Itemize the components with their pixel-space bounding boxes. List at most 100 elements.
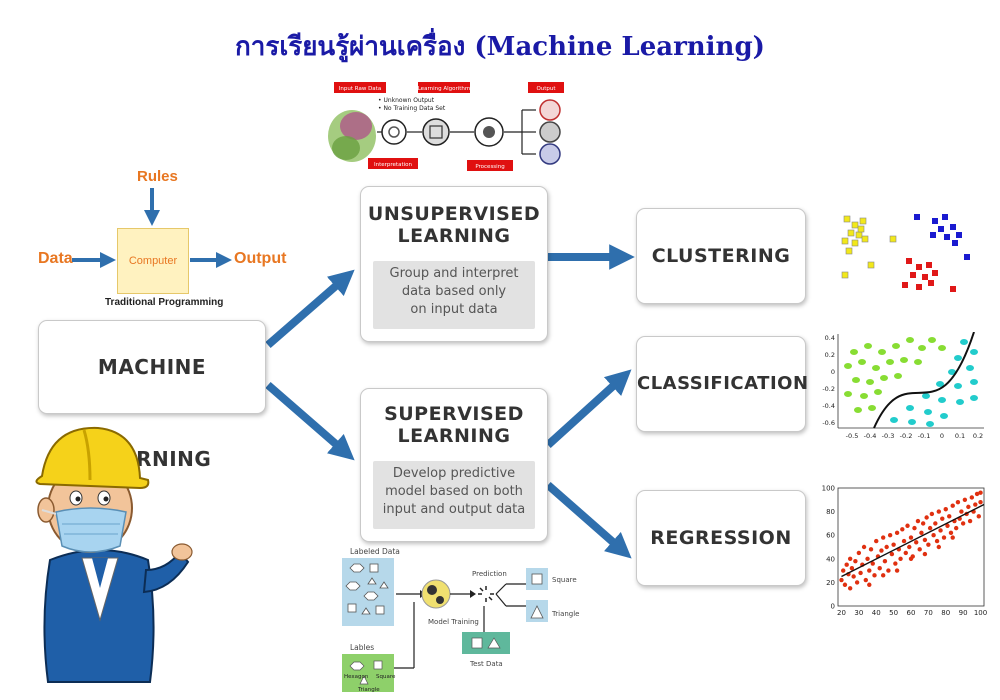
decision-boundary [873,332,975,429]
regression-point [872,573,877,578]
regression-point [858,570,863,576]
regression-x-tick: 30 [854,609,863,616]
clustering-label: CLUSTERING [651,245,791,267]
regression-point [893,561,898,566]
regression-point [917,547,922,552]
regression-point [947,514,952,519]
yellow-cluster [841,215,875,279]
regression-point [914,540,919,545]
regression-y-tick: 100 [822,485,835,493]
algorithm-text: Learning Algorithm [418,86,471,92]
unknown-output-text: • Unknown Output [378,97,435,104]
machine-learning-box: MACHINE LEARNING [38,320,266,471]
regression-point [861,544,867,550]
regression-x-tick: 100 [974,609,987,616]
regression-point [950,503,955,508]
regression-point [847,556,853,561]
supervised-pipeline-diagram: Labeled Data Model Training Prediction S… [342,547,580,693]
classification-x-tick: 0 [940,432,944,440]
output-cluster-2-icon [539,121,561,143]
regression-y-tick: 80 [826,508,835,516]
prediction-icon [478,586,494,602]
regression-point [950,535,955,540]
classification-y-tick: 0 [831,368,835,376]
supervised-title-line1: SUPERVISED [384,403,524,425]
unsupervised-description: Group and interpret data based only on i… [373,261,535,329]
regression-x-tick: 70 [924,609,933,616]
regression-point [844,562,849,567]
classification-x-tick: 0.1 [955,432,965,440]
regression-point [853,558,858,564]
regression-point [863,577,869,583]
lables-triangle-text: Triangle [357,687,380,693]
classification-box: CLASSIFICATION [636,336,808,432]
unsupervised-learning-box: UNSUPERVISED LEARNING Group and interpre… [360,186,548,342]
regression-x-tick: 20 [837,609,846,616]
output-label: Output [234,250,287,267]
supervised-to-regression-arrow [545,481,632,559]
unsupervised-pipeline-diagram: Input Raw Data • Unknown Output • No Tra… [328,82,564,171]
regression-point [867,582,872,587]
classification-y-tick: -0.2 [822,385,835,393]
output-cluster-1-icon [539,99,561,121]
test-data-box [462,632,510,654]
hexagon-text: Hexagon [344,674,369,680]
regression-point [898,556,903,561]
regression-point [908,535,914,540]
classification-x-tick: -0.3 [882,432,895,440]
regression-point [894,568,900,573]
regression-point [867,568,872,573]
regression-point [891,542,896,547]
classification-x-tick: -0.1 [918,432,931,440]
page-title: การเรียนรู้ผ่านเครื่อง (Machine Learning… [235,32,765,62]
red-cluster [902,258,956,292]
regression-point [905,523,910,528]
regression-point [973,502,978,507]
classification-x-tick: -0.5 [846,432,859,440]
supervised-desc-line1: Develop predictive [392,466,516,481]
regression-point [865,556,870,561]
regression-point [841,568,846,573]
output-text: Output [536,86,556,92]
input-raw-data-text: Input Raw Data [339,86,381,92]
regression-label: REGRESSION [650,527,792,549]
regression-point [879,548,884,553]
hard-hat-icon [35,426,150,490]
regression-box: REGRESSION [636,490,806,586]
supervised-to-classification-arrow [545,369,632,448]
prediction-text: Prediction [472,570,507,578]
regression-point [874,538,879,544]
model-training-icon [421,579,451,609]
regression-point [966,504,971,510]
lables-square-text: Square [376,674,396,680]
regression-point [924,515,929,520]
unsupervised-desc-line3: on input data [410,302,498,317]
rules-label: Rules [137,168,178,185]
processing-tag [467,160,513,171]
regression-point [936,509,942,514]
regression-x-tick: 80 [941,609,950,616]
classification-y-ticks: 0.40.20-0.2-0.4-0.6 [822,334,835,427]
regression-point [886,568,891,573]
traditional-caption: Traditional Programming [105,297,224,308]
regression-point [978,490,983,495]
regression-point [943,507,948,512]
test-data-text: Test Data [469,660,503,668]
regression-point [929,511,935,517]
regression-y-tick: 40 [826,555,835,563]
regression-point [915,518,921,524]
predicted-triangle-text: Triangle [551,610,580,618]
regression-point [880,535,886,540]
processing-text: Processing [475,164,504,170]
model-training-text: Model Training [428,618,479,626]
regression-point [945,523,950,528]
computer-box: Computer [117,228,189,294]
no-training-text: • No Training Data Set [378,105,446,112]
classification-y-tick: -0.6 [822,419,835,427]
supervised-title-line2: LEARNING [397,425,511,447]
regression-point [922,537,928,543]
unsupervised-title-line1: UNSUPERVISED [367,203,541,225]
